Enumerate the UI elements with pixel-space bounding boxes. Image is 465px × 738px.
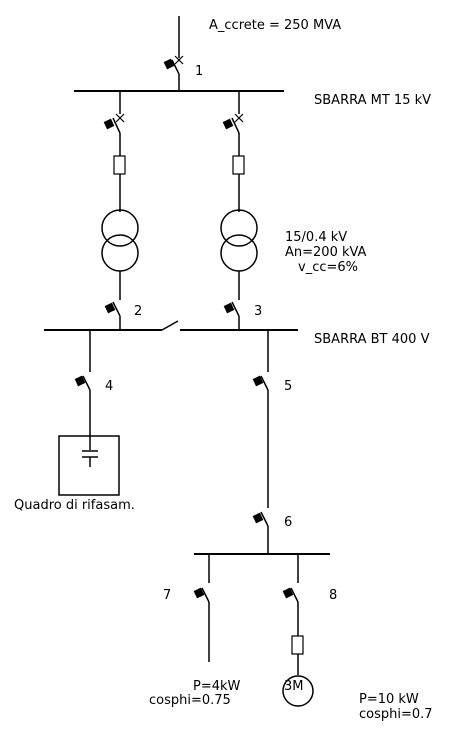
- transformer-right: [220, 209, 258, 272]
- breaker-5: [252, 375, 269, 391]
- mv-breaker-left: [103, 113, 125, 134]
- mv-branch-left: [101, 91, 139, 330]
- load-7-cosphi-label: cosphi=0.75: [149, 693, 231, 708]
- fuse-right: [232, 155, 245, 175]
- lv-breaker-3: [223, 301, 240, 317]
- grid-short-circuit-label: A_ccrete = 250 MVA: [209, 18, 341, 33]
- motor-power-label: P=10 kW: [359, 692, 419, 707]
- breaker-8: [282, 587, 299, 603]
- incoming-feeder: [163, 16, 184, 91]
- mv-breaker-right: [222, 113, 244, 134]
- feeder-8: [282, 554, 314, 707]
- breaker-6: [252, 511, 269, 527]
- mv-branch-right: [220, 91, 258, 330]
- capacitor-bank-box: [58, 435, 120, 496]
- breaker-4: [74, 375, 91, 391]
- switch-number-3: 3: [254, 304, 262, 319]
- breaker-1: [163, 55, 184, 75]
- switch-number-5: 5: [284, 379, 292, 394]
- transformer-left: [101, 209, 139, 272]
- switch-number-1: 1: [195, 64, 203, 79]
- switch-number-7: 7: [163, 588, 171, 603]
- capacitor-icon: [82, 450, 98, 467]
- transformer-vcc-label: v_cc=6%: [298, 260, 358, 275]
- transformer-ratio-label: 15/0.4 kV: [285, 230, 347, 245]
- fuse-left: [113, 155, 126, 175]
- lv-breaker-2: [104, 301, 121, 317]
- motor-icon: [282, 675, 314, 707]
- breaker-7: [193, 587, 210, 603]
- bus-tie-switch: [161, 320, 179, 331]
- switch-number-6: 6: [284, 515, 292, 530]
- fuse-8: [291, 635, 304, 655]
- mv-busbar-label: SBARRA MT 15 kV: [314, 93, 431, 108]
- switch-number-2: 2: [134, 304, 142, 319]
- feeder-7: [193, 554, 210, 662]
- capacitor-bank-label: Quadro di rifasam.: [14, 498, 135, 513]
- switch-number-4: 4: [105, 379, 113, 394]
- load-7-power-label: P=4kW: [193, 679, 241, 694]
- switch-number-8: 8: [329, 588, 337, 603]
- lv-busbar-label: SBARRA BT 400 V: [314, 332, 430, 347]
- motor-cosphi-label: cosphi=0.7: [359, 707, 433, 722]
- feeder-5-6: [252, 330, 269, 554]
- motor-symbol-label: 3M: [284, 679, 304, 694]
- feeder-4: [58, 330, 120, 496]
- transformer-rating-label: An=200 kVA: [285, 245, 367, 260]
